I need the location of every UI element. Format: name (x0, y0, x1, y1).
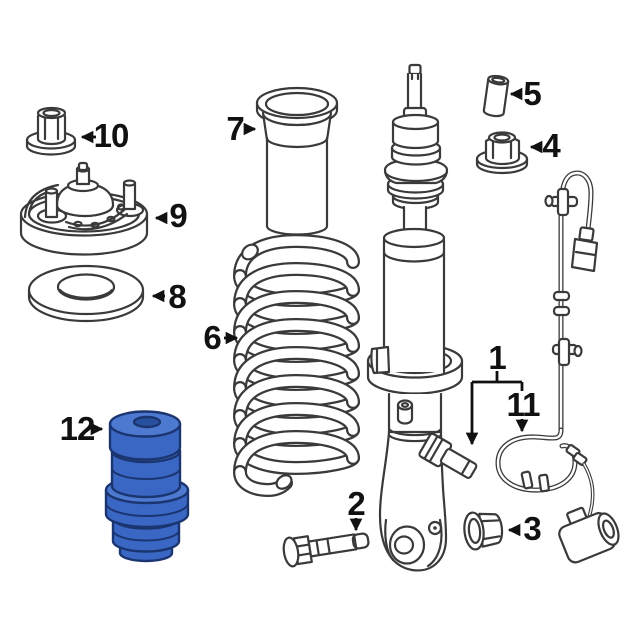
part-drawing-strut-1 (366, 63, 478, 572)
part-drawing-harness-11 (495, 170, 620, 564)
part-drawing-nut-10 (25, 106, 77, 156)
part-drawing-insulator-8 (27, 264, 145, 323)
part-label-7: 7 (226, 110, 244, 147)
part-drawing-bump-stop-12 (104, 410, 190, 563)
part-drawing-dust-boot-7 (255, 86, 339, 236)
part-drawing-coil-spring-6 (233, 233, 360, 498)
callout-arrows (80, 87, 543, 537)
part-drawing-bolt-2 (282, 532, 370, 568)
part-label-8: 8 (168, 278, 186, 315)
part-drawing-nut-3 (463, 511, 504, 551)
part-label-4: 4 (542, 127, 560, 164)
sensor-head (558, 506, 620, 564)
part-label-11: 11 (506, 386, 541, 423)
part-label-1: 1 (488, 339, 506, 376)
part-label-5: 5 (523, 75, 541, 112)
part-drawing-strut-mount-9 (19, 161, 149, 256)
part-drawing-sleeve-5 (482, 74, 510, 118)
part-label-9: 9 (169, 197, 187, 234)
part-label-2: 2 (347, 485, 365, 522)
part-label-6: 6 (203, 319, 221, 356)
part-label-3: 3 (523, 510, 541, 547)
part-label-12: 12 (59, 410, 96, 447)
part-drawing-flange-nut-4 (475, 131, 529, 175)
part-label-10: 10 (93, 117, 130, 154)
